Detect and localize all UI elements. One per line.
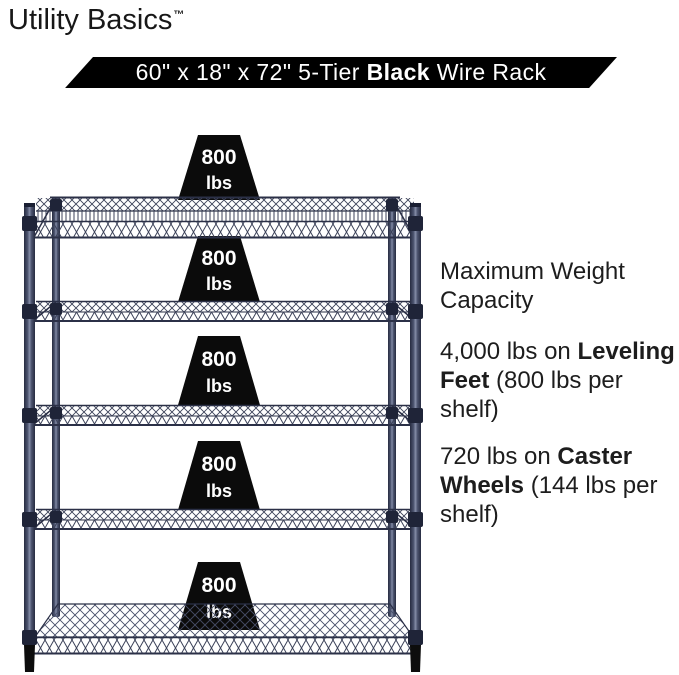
info-text-bold: Caster Wheels bbox=[440, 443, 633, 499]
weight-unit: lbs bbox=[206, 376, 232, 396]
weight-badge-2: 800 lbs bbox=[178, 236, 260, 302]
info-text-bold: Leveling Feet bbox=[440, 338, 675, 394]
shelf-3 bbox=[33, 404, 415, 426]
info-paragraph-caster-wheels: 720 lbs on Caster Wheels (144 lbs per sh… bbox=[440, 442, 679, 529]
shelf-5 bbox=[32, 603, 416, 655]
weight-unit: lbs bbox=[206, 274, 232, 294]
weight-value: 800 bbox=[201, 247, 236, 270]
weight-value: 800 bbox=[201, 574, 236, 597]
weight-value: 800 bbox=[201, 348, 236, 371]
info-text: (144 lbs per shelf) bbox=[440, 472, 658, 528]
info-heading: Maximum Weight Capacity bbox=[440, 258, 625, 314]
brand-name: Utility Basics bbox=[8, 4, 173, 36]
info-text: (800 lbs per shelf) bbox=[440, 367, 623, 423]
weight-badge-4: 800 lbs bbox=[178, 441, 260, 510]
weight-value: 800 bbox=[201, 453, 236, 476]
info-paragraph-leveling-feet: 4,000 lbs on Leveling Feet (800 lbs per … bbox=[440, 337, 679, 424]
product-title-banner: 60" x 18" x 72" 5-Tier Black Wire Rack bbox=[93, 57, 617, 88]
shelf-2 bbox=[33, 300, 415, 322]
brand-logo: Utility Basics™ bbox=[8, 4, 184, 37]
shelf-4 bbox=[33, 508, 415, 530]
product-title-prefix: 60" x 18" x 72" 5-Tier bbox=[135, 59, 367, 85]
product-title: 60" x 18" x 72" 5-Tier Black Wire Rack bbox=[93, 57, 617, 88]
weight-badge-3: 800 lbs bbox=[178, 336, 260, 405]
weight-unit: lbs bbox=[206, 173, 232, 193]
weight-badge-1: 800 lbs bbox=[178, 135, 260, 200]
info-text: 720 lbs on bbox=[440, 443, 558, 470]
info-text: 4,000 lbs on bbox=[440, 338, 578, 365]
trademark-symbol: ™ bbox=[173, 9, 185, 22]
front-posts bbox=[22, 199, 423, 672]
shelf-1 bbox=[33, 196, 415, 239]
product-title-highlight: Black bbox=[366, 59, 430, 85]
weight-capacity-info: Maximum Weight Capacity 4,000 lbs on Lev… bbox=[440, 257, 679, 547]
weight-value: 800 bbox=[201, 146, 236, 169]
leveling-foot-left bbox=[24, 645, 35, 672]
product-title-suffix: Wire Rack bbox=[429, 59, 547, 85]
weight-unit: lbs bbox=[206, 481, 232, 501]
leveling-foot-right bbox=[410, 645, 421, 672]
